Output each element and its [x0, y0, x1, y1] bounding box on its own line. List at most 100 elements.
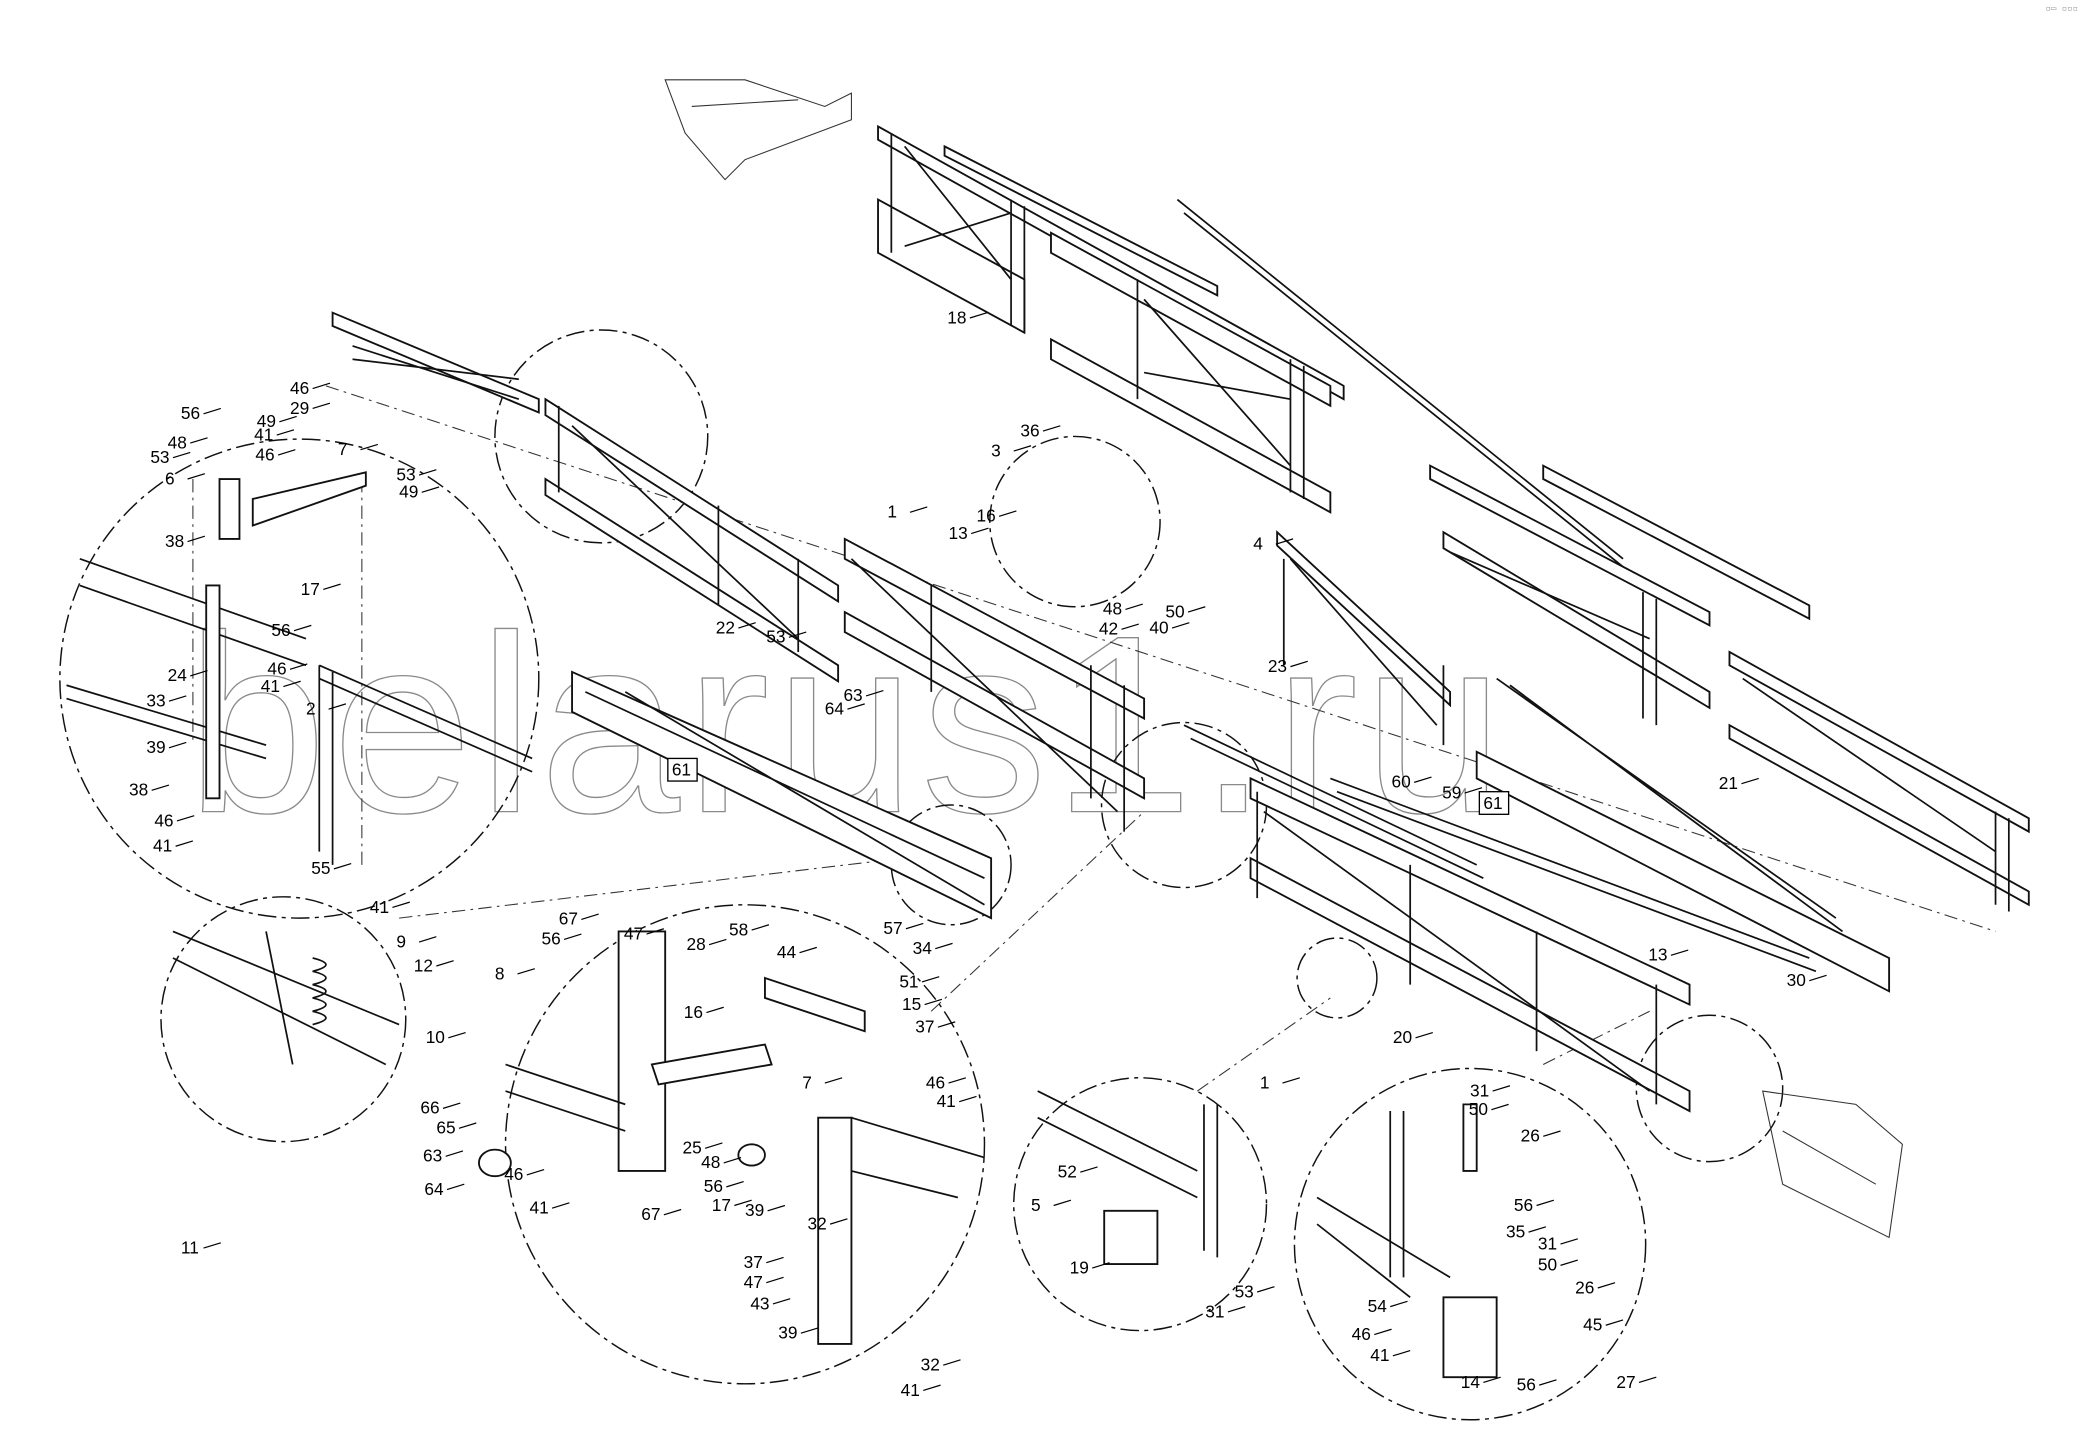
leader-line	[187, 535, 206, 543]
leader-line	[392, 901, 410, 909]
part-number-label: 48	[168, 432, 187, 452]
part-number-label: 29	[290, 398, 309, 418]
part-number-label: 56	[181, 403, 200, 423]
detail-circle-top	[494, 329, 709, 544]
leader-line	[998, 510, 1017, 517]
leader-line	[1121, 623, 1139, 630]
part-number-label: 49	[257, 411, 276, 431]
leader-line	[448, 1031, 466, 1039]
part-number-label: 54	[1368, 1296, 1388, 1316]
leader-line	[723, 1157, 742, 1164]
part-number-label: 53	[150, 447, 169, 467]
part-number-label: 1	[1260, 1072, 1270, 1092]
leader-line	[283, 680, 301, 688]
part-number-label: 8	[495, 963, 505, 983]
part-number-label: 41	[370, 897, 389, 917]
part-number-label: 16	[684, 1002, 703, 1022]
leader-line	[959, 1095, 977, 1103]
leader-line	[151, 784, 170, 791]
part-number-label: 16	[976, 506, 995, 526]
part-number-label: 43	[750, 1293, 769, 1313]
part-number-label: 39	[745, 1200, 764, 1220]
part-number-label: 44	[777, 942, 797, 962]
part-number-label: 49	[399, 482, 418, 502]
part-number-label: 36	[1020, 420, 1039, 440]
part-number-label: 26	[1575, 1277, 1594, 1297]
leader-line	[1171, 622, 1190, 629]
leader-line	[969, 312, 988, 319]
detail-circle-pin	[1013, 1077, 1268, 1332]
part-number-label: 41	[261, 676, 280, 696]
leader-line	[442, 1102, 461, 1109]
part-number-label: 67	[641, 1204, 660, 1224]
leader-line	[446, 1183, 465, 1191]
leader-line	[323, 583, 341, 591]
part-number-label: 38	[165, 531, 184, 551]
part-number-label: 51	[899, 971, 918, 991]
part-number-label: 7	[802, 1072, 812, 1092]
part-number-label: 41	[529, 1197, 548, 1217]
part-number-label: 32	[808, 1213, 827, 1233]
part-number-label: 50	[1165, 601, 1184, 621]
leader-line	[1275, 538, 1294, 545]
leader-line	[766, 1256, 784, 1264]
leader-line	[751, 924, 770, 931]
leader-line	[1809, 974, 1827, 982]
leader-line	[360, 443, 378, 451]
part-number-label: 46	[154, 810, 173, 830]
detail-circle-right	[1635, 1014, 1784, 1163]
part-number-label: 28	[686, 934, 705, 954]
leader-line	[948, 1077, 967, 1084]
leader-line	[328, 703, 347, 710]
leader-line	[168, 741, 187, 749]
leader-line	[526, 1169, 545, 1176]
leader-line	[187, 473, 206, 480]
leader-line	[1560, 1238, 1578, 1245]
part-number-label: 58	[729, 919, 748, 939]
leader-line	[1670, 949, 1689, 956]
leader-line	[1374, 1328, 1392, 1336]
part-number-label: 24	[168, 665, 188, 685]
leader-line	[1187, 606, 1206, 613]
leader-line	[436, 960, 454, 967]
leader-line	[1013, 445, 1032, 452]
leader-line	[203, 1242, 222, 1249]
leader-line	[1390, 1300, 1408, 1308]
part-number-label: 56	[271, 620, 290, 640]
part-number-label: 31	[1470, 1080, 1489, 1100]
part-number-label: 11	[181, 1237, 199, 1257]
leader-line	[1053, 1199, 1072, 1207]
leader-line	[738, 622, 756, 629]
part-number-label: 55	[311, 858, 330, 878]
leader-line	[190, 437, 208, 444]
leader-line	[581, 913, 599, 921]
leader-line	[706, 1006, 724, 1014]
leader-line	[1605, 1319, 1624, 1326]
leader-line	[767, 1204, 786, 1212]
leader-line	[921, 976, 940, 983]
part-number-label: 18	[947, 307, 966, 327]
detail-circle-small	[1296, 937, 1378, 1019]
part-number-label: 23	[1268, 656, 1287, 676]
detail-circle-bracket	[989, 435, 1161, 608]
part-number-label: 31	[1538, 1233, 1557, 1253]
part-number-label: 15	[902, 994, 921, 1014]
leader-line	[1042, 425, 1061, 432]
leader-line	[1741, 777, 1759, 785]
part-number-label: 56	[1517, 1374, 1536, 1394]
part-number-label: 53	[1235, 1281, 1254, 1301]
part-number-label: 67	[559, 909, 578, 929]
leader-line	[289, 663, 308, 670]
leader-line	[1464, 787, 1483, 794]
part-number-label: 41	[153, 836, 172, 856]
leader-line	[800, 1327, 819, 1334]
leader-line	[203, 407, 222, 415]
part-number-label: 47	[624, 923, 643, 943]
part-number-label: 39	[778, 1323, 797, 1343]
leader-line	[175, 840, 194, 847]
leader-line	[1539, 1379, 1557, 1386]
detail-circle-spring	[160, 896, 407, 1143]
